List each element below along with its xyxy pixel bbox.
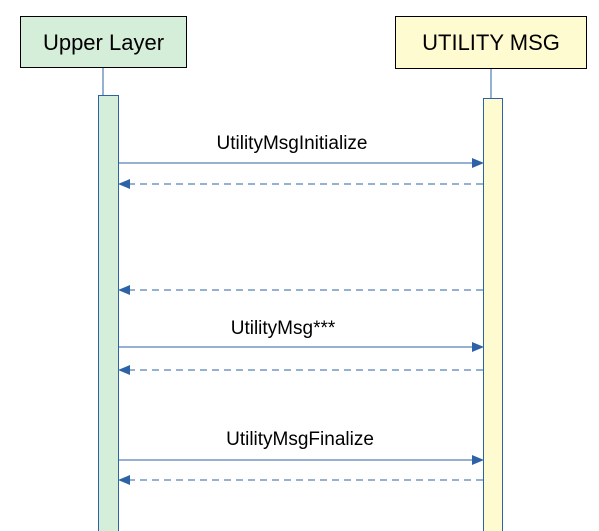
lifeline-utility-label: UTILITY MSG [422, 30, 560, 55]
activation-bar-utility [483, 98, 503, 531]
lifeline-upper-layer: Upper Layer [20, 16, 187, 531]
activation-bar-upper [98, 95, 119, 531]
lifeline-upper-label: Upper Layer [43, 30, 164, 55]
message-4: UtilityMsg*** [119, 318, 484, 352]
lifeline-utility-msg: UTILITY MSG [395, 16, 587, 531]
message-1: UtilityMsgInitialize [119, 133, 484, 168]
lifeline-utility-box [395, 16, 587, 69]
message-6: UtilityMsgFinalize [119, 429, 484, 465]
message-label-finalize: UtilityMsgFinalize [226, 429, 374, 450]
message-label-utilitymsg: UtilityMsg*** [231, 318, 336, 339]
message-label-initialize: UtilityMsgInitialize [217, 133, 368, 154]
lifeline-upper-box [20, 16, 187, 68]
